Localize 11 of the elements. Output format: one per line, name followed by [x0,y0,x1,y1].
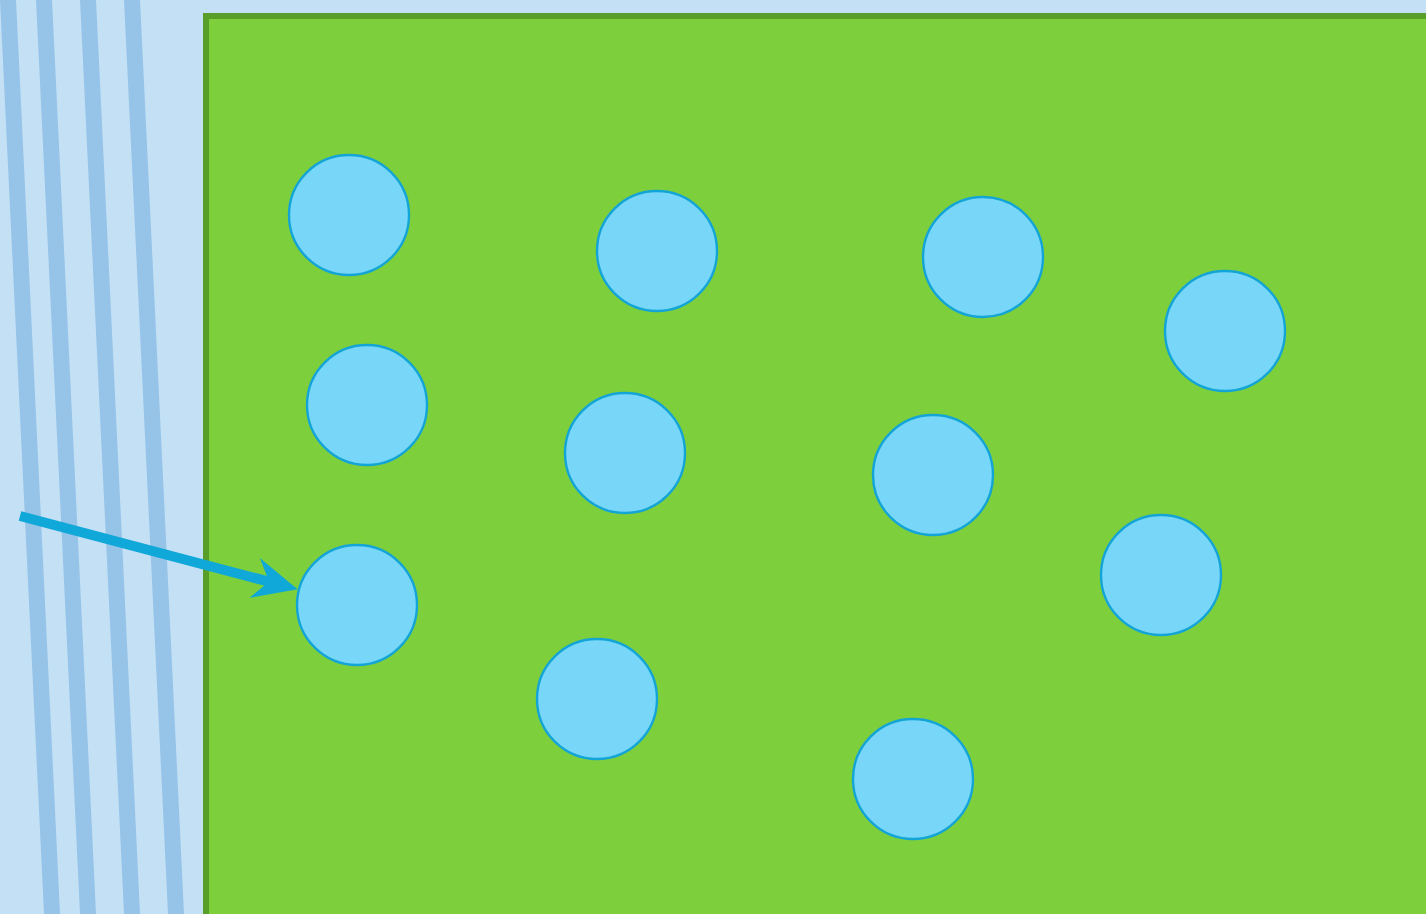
circle [921,195,1045,319]
circle [535,637,659,761]
circle [595,189,719,313]
circle [287,153,411,277]
circle [1163,269,1287,393]
circle [871,413,995,537]
circle [305,343,429,467]
circle [563,391,687,515]
circle [1099,513,1223,637]
circle [295,543,419,667]
circle [851,717,975,841]
